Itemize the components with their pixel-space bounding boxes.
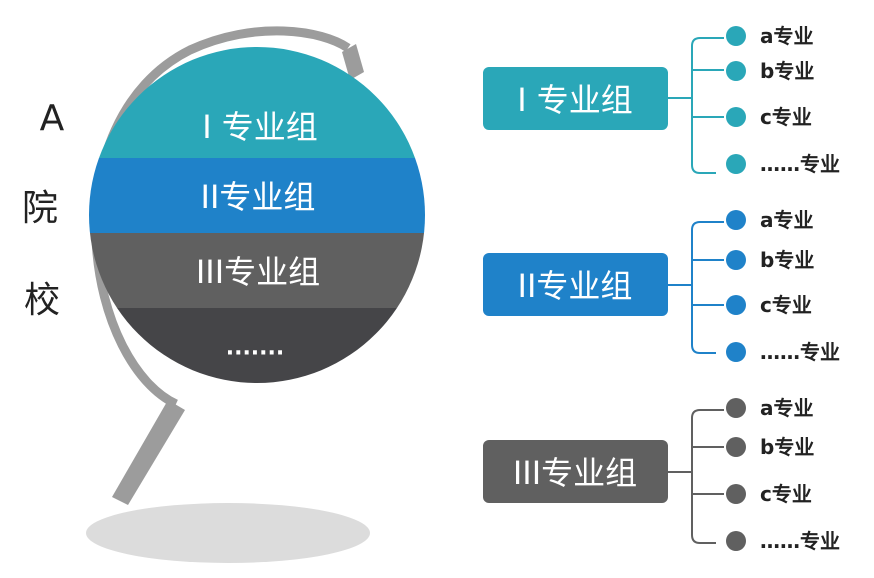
globe-band-2 [89, 158, 425, 233]
group-2-item-4-label: ……专业 [760, 340, 840, 364]
group-3-item-3-label: c专业 [760, 482, 812, 506]
group-3-bracket [668, 409, 724, 544]
group-1-item-4-label: ……专业 [760, 152, 840, 176]
group-1-item-4-dot [726, 154, 746, 174]
side-label-xiao: 校 [24, 280, 60, 321]
group-3-item-4-label: ……专业 [760, 529, 840, 553]
group-1-item-3-label: c专业 [760, 105, 812, 129]
group-3-box [483, 440, 668, 503]
group-3-item-1-label: a专业 [760, 396, 814, 420]
group-3-item-4-dot [726, 531, 746, 551]
globe-stand-leg [112, 400, 185, 505]
globe-band-4-label: ······· [226, 341, 285, 366]
group-1-item-3-dot [726, 107, 746, 127]
group-1-item-1-dot [726, 26, 746, 46]
globe-band-3-label: III专业组 [196, 253, 320, 291]
globe-band-3 [89, 233, 425, 308]
group-2: II专业组 a专业 b专业 c专业 ……专业 [483, 208, 840, 364]
group-3-item-2-label: b专业 [760, 435, 814, 459]
group-2-item-3-dot [726, 295, 746, 315]
globe-base [86, 503, 370, 563]
group-1-item-2-dot [726, 61, 746, 81]
group-2-item-4-dot [726, 342, 746, 362]
group-1: I 专业组 a专业 b专业 c专业 ……专业 [483, 24, 840, 176]
group-2-item-2-dot [726, 250, 746, 270]
group-2-bracket [668, 221, 724, 354]
group-3-item-3-dot [726, 484, 746, 504]
group-1-bracket [668, 37, 724, 174]
side-label-a: A [40, 98, 65, 139]
globe-arc-top-cap [342, 44, 364, 80]
group-1-item-2-label: b专业 [760, 59, 814, 83]
group-1-box [483, 67, 668, 130]
group-2-item-2-label: b专业 [760, 248, 814, 272]
group-1-item-1-label: a专业 [760, 24, 814, 48]
group-2-item-3-label: c专业 [760, 293, 812, 317]
group-2-item-1-dot [726, 210, 746, 230]
side-label-yuan: 院 [22, 188, 58, 229]
group-2-item-1-label: a专业 [760, 208, 814, 232]
group-2-label: II专业组 [518, 267, 633, 305]
group-1-label: I 专业组 [517, 81, 633, 119]
group-3-item-1-dot [726, 398, 746, 418]
group-2-box [483, 253, 668, 316]
group-3-item-2-dot [726, 437, 746, 457]
group-3: III专业组 a专业 b专业 c专业 ……专业 [483, 396, 840, 553]
group-3-label: III专业组 [513, 454, 637, 492]
globe-band-1-label: I 专业组 [202, 108, 318, 146]
globe-band-2-label: II专业组 [201, 178, 316, 216]
